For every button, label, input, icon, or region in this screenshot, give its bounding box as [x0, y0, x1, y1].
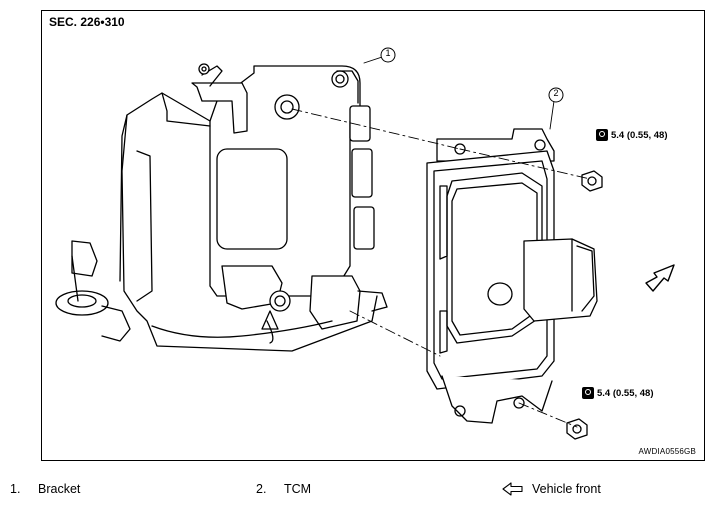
torque-value: 5.4 (0.55, 48) [597, 387, 654, 399]
torque-spec-lower: 5.4 (0.55, 48) [582, 387, 654, 399]
figure-frame: SEC. 226•310 [41, 10, 705, 461]
nut-upper [581, 170, 603, 192]
tcm-part [426, 128, 598, 424]
legend-item-vehicle-front: Vehicle front [502, 482, 601, 496]
torque-wrench-icon [596, 129, 608, 141]
legend-number: 2. [256, 482, 267, 496]
bracket-part [55, 63, 388, 352]
vehicle-front-arrow-icon [645, 264, 675, 292]
front-arrow-icon [502, 482, 523, 496]
torque-wrench-icon [582, 387, 594, 399]
legend-label: TCM [284, 482, 312, 496]
legend-label: Bracket [38, 482, 81, 496]
callout-2-label: 2 [553, 88, 559, 98]
legend-item-bracket: 1. Bracket [10, 482, 80, 496]
callout-2 [548, 87, 564, 130]
torque-value: 5.4 (0.55, 48) [611, 129, 668, 141]
diagram-drawing [55, 47, 675, 440]
callout-1 [363, 47, 396, 64]
legend-number: 1. [10, 482, 21, 496]
legend-item-tcm: 2. TCM [256, 482, 311, 496]
alignment-lines [291, 108, 591, 428]
figure-code: AWDIA0556GB [638, 447, 696, 456]
legend-label: Vehicle front [532, 482, 601, 496]
torque-spec-upper: 5.4 (0.55, 48) [596, 129, 668, 141]
nut-lower [566, 418, 588, 440]
section-label: SEC. 226•310 [49, 15, 125, 29]
callout-1-label: 1 [385, 48, 391, 58]
